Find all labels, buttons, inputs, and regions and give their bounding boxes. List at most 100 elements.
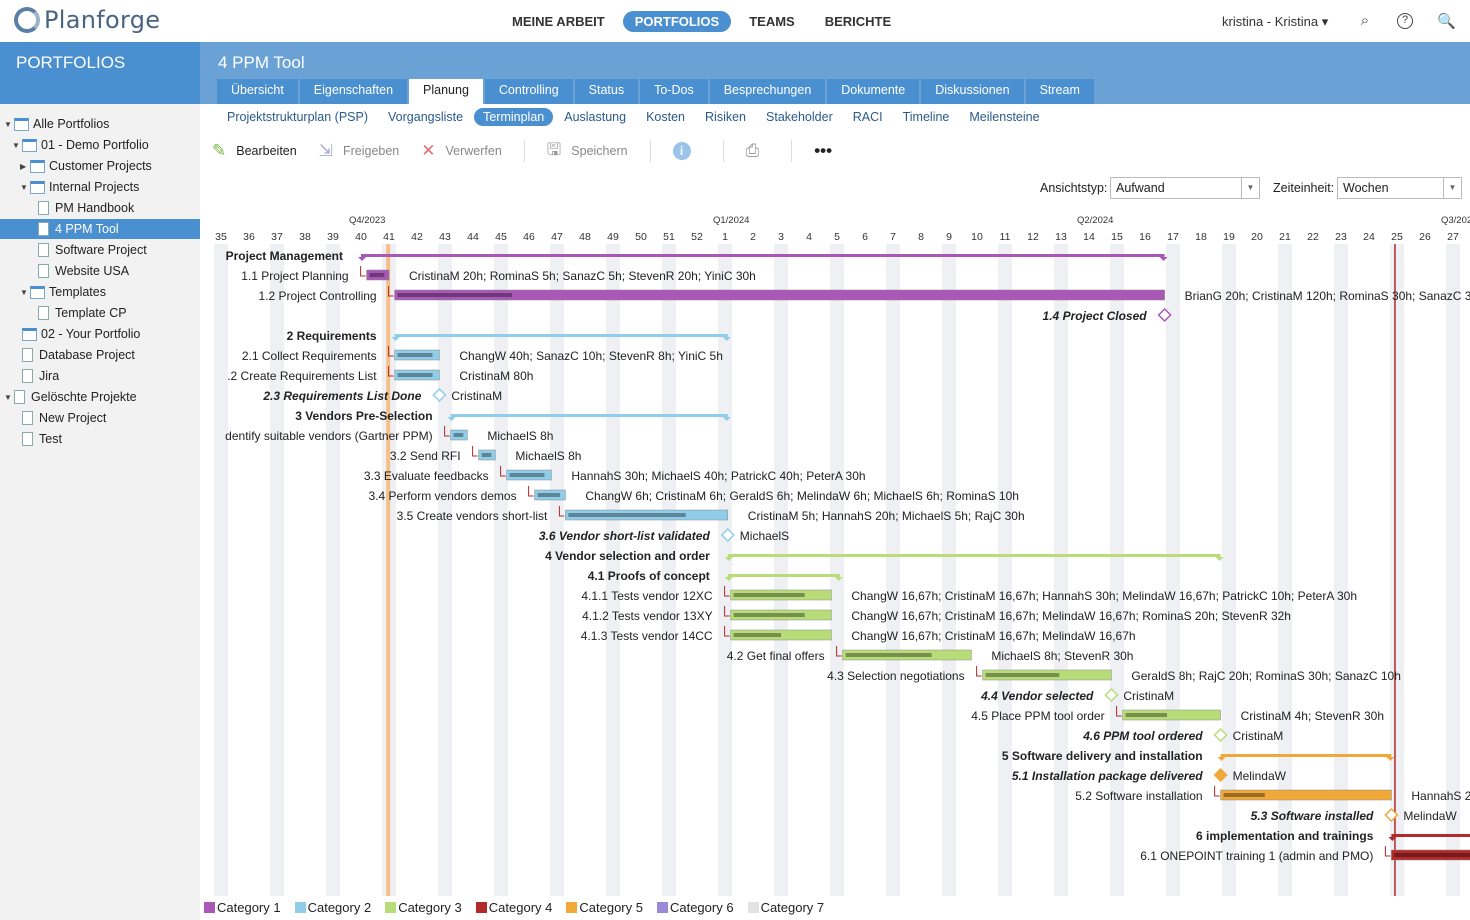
subtab-1[interactable]: Vorgangsliste — [388, 110, 464, 124]
time-unit-select[interactable]: Wochen ▼ — [1337, 177, 1462, 199]
info-button[interactable]: i — [672, 142, 701, 160]
task-name[interactable]: 2.1 Collect Requirements — [242, 349, 377, 363]
task-name[interactable]: 5.3 Software installed — [1251, 809, 1374, 823]
view-type-select[interactable]: Aufwand ▼ — [1110, 177, 1260, 199]
search-icon[interactable]: ⌕ — [1360, 12, 1370, 29]
task-bar[interactable] — [394, 349, 440, 361]
tab-9[interactable]: Stream — [1025, 79, 1094, 104]
subtab-8[interactable]: Timeline — [902, 110, 950, 124]
tab-8[interactable]: Diskussionen — [921, 79, 1024, 104]
tree-item[interactable]: Software Project — [28, 240, 147, 260]
nav-berichte[interactable]: BERICHTE — [824, 14, 892, 29]
subtab-7[interactable]: RACI — [852, 110, 883, 124]
task-name[interactable]: 4.4 Vendor selected — [980, 689, 1094, 703]
task-name[interactable]: 2.3 Requirements List Done — [262, 389, 421, 403]
app-logo[interactable]: Planforge — [14, 6, 160, 34]
tree-item[interactable]: Test — [12, 429, 62, 449]
tree-toggle-icon[interactable]: ▼ — [4, 119, 12, 129]
tree-item[interactable]: Template CP — [28, 303, 127, 323]
milestone-diamond[interactable] — [1213, 767, 1228, 783]
task-bar[interactable] — [730, 629, 832, 641]
edit-button[interactable]: ✎Bearbeiten — [212, 141, 297, 160]
task-name[interactable]: 4.5 Place PPM tool order — [971, 709, 1104, 723]
task-name[interactable]: 4.1.3 Tests vendor 14CC — [581, 629, 713, 643]
task-name[interactable]: 4.2 Get final offers — [727, 649, 825, 663]
discard-button[interactable]: ✕Verwerfen — [421, 141, 502, 160]
tree-toggle-icon[interactable]: ▼ — [20, 182, 28, 192]
task-name[interactable]: 5 Software delivery and installation — [1002, 749, 1203, 763]
tree-item[interactable]: 02 - Your Portfolio — [12, 324, 140, 344]
tree-item[interactable]: ▼01 - Demo Portfolio — [12, 135, 149, 155]
task-bar[interactable] — [1220, 789, 1392, 801]
task-name[interactable]: 1.4 Project Closed — [1043, 309, 1148, 323]
task-bar[interactable] — [506, 469, 552, 481]
help-icon[interactable]: ? — [1397, 13, 1413, 29]
tree-item[interactable]: ▼Internal Projects — [20, 177, 139, 197]
save-button[interactable]: 🖫Speichern — [547, 137, 628, 166]
task-name[interactable]: dentify suitable vendors (Gartner PPM) — [225, 429, 432, 443]
task-name[interactable]: 2 Requirements — [287, 329, 377, 343]
summary-bar[interactable] — [727, 554, 1221, 557]
subtab-5[interactable]: Risiken — [705, 110, 747, 124]
task-bar[interactable] — [534, 489, 566, 501]
task-name[interactable]: 1.1 Project Planning — [241, 269, 348, 283]
tree-item[interactable]: New Project — [12, 408, 106, 428]
task-bar[interactable] — [450, 429, 468, 441]
tab-5[interactable]: To-Dos — [640, 79, 708, 104]
print-button[interactable]: ⎙ — [746, 141, 770, 161]
tree-item[interactable]: Jira — [12, 366, 59, 386]
tree-item[interactable]: 4 PPM Tool — [0, 219, 200, 239]
user-menu[interactable]: kristina - Kristina ▾ — [1222, 14, 1329, 29]
summary-bar[interactable] — [1391, 834, 1470, 837]
task-bar[interactable] — [394, 289, 1165, 301]
milestone-diamond[interactable] — [1213, 727, 1228, 743]
task-name[interactable]: 4.1.2 Tests vendor 13XY — [582, 609, 713, 623]
tree-item[interactable]: Website USA — [28, 261, 129, 281]
task-name[interactable]: 1.2 Project Controlling — [259, 289, 377, 303]
task-name[interactable]: 3.2 Send RFI — [390, 449, 461, 463]
task-name[interactable]: 6.1 ONEPOINT training 1 (admin and PMO) — [1140, 849, 1373, 863]
task-bar[interactable] — [1391, 849, 1470, 861]
task-name[interactable]: 3.5 Create vendors short-list — [397, 509, 548, 523]
task-name[interactable]: 4 Vendor selection and order — [545, 549, 710, 563]
release-button[interactable]: ⇲Freigeben — [318, 141, 400, 160]
tree-item[interactable]: PM Handbook — [28, 198, 134, 218]
task-name[interactable]: 3.4 Perform vendors demos — [369, 489, 517, 503]
tools-icon[interactable]: 🔍 — [1437, 13, 1456, 30]
task-name[interactable]: 4.1 Proofs of concept — [588, 569, 710, 583]
tab-2[interactable]: Planung — [409, 79, 483, 104]
task-name[interactable]: 4.3 Selection negotiations — [827, 669, 964, 683]
subtab-6[interactable]: Stakeholder — [766, 110, 833, 124]
tree-item[interactable]: ▼Templates — [20, 282, 106, 302]
task-bar[interactable] — [982, 669, 1112, 681]
subtab-2[interactable]: Terminplan — [474, 108, 554, 126]
nav-portfolios[interactable]: PORTFOLIOS — [622, 11, 732, 32]
summary-bar[interactable] — [361, 254, 1165, 257]
milestone-diamond[interactable] — [720, 527, 735, 543]
tree-toggle-icon[interactable]: ▼ — [20, 287, 28, 297]
nav-teams[interactable]: TEAMS — [749, 14, 795, 29]
task-name[interactable]: 5.2 Software installation — [1075, 789, 1202, 803]
task-name[interactable]: 3.3 Evaluate feedbacks — [364, 469, 489, 483]
task-bar[interactable] — [366, 269, 390, 281]
nav-meine-arbeit[interactable]: MEINE ARBEIT — [512, 14, 605, 29]
task-name[interactable]: Project Management — [226, 249, 343, 263]
task-bar[interactable] — [565, 509, 729, 521]
task-bar[interactable] — [730, 609, 832, 621]
task-bar[interactable] — [730, 589, 832, 601]
milestone-diamond[interactable] — [1104, 687, 1119, 703]
tab-1[interactable]: Eigenschaften — [299, 79, 408, 104]
task-name[interactable]: 6 implementation and trainings — [1196, 829, 1374, 843]
subtab-0[interactable]: Projektstrukturplan (PSP) — [227, 110, 369, 124]
subtab-3[interactable]: Auslastung — [564, 110, 627, 124]
task-bar[interactable] — [394, 369, 440, 381]
tree-toggle-icon[interactable]: ▼ — [12, 140, 20, 150]
tab-4[interactable]: Status — [574, 79, 639, 104]
summary-bar[interactable] — [450, 414, 728, 417]
summary-bar[interactable] — [1220, 754, 1392, 757]
task-bar[interactable] — [478, 449, 496, 461]
tree-item[interactable]: ▼Alle Portfolios — [4, 114, 109, 134]
subtab-9[interactable]: Meilensteine — [969, 110, 1040, 124]
summary-bar[interactable] — [394, 334, 728, 337]
